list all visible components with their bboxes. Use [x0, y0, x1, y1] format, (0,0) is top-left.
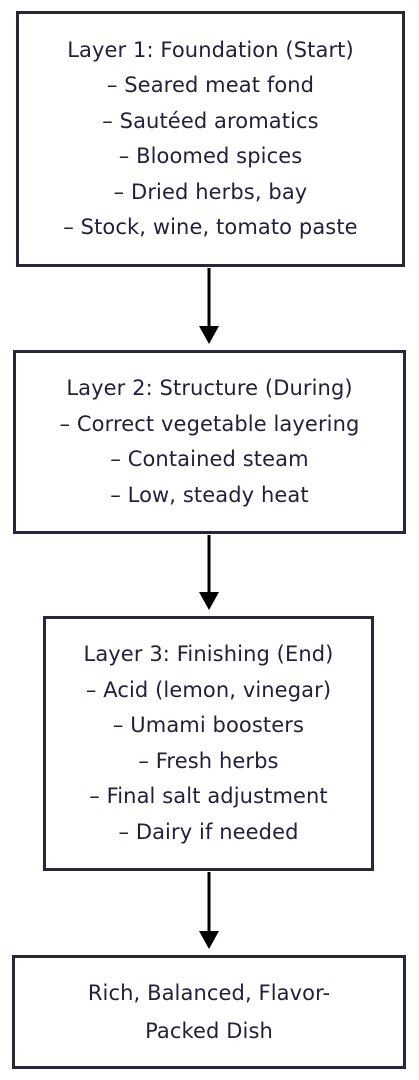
layer-3-item-dairy: – Dairy if needed	[118, 819, 299, 844]
arrow-layer-3-to-result	[199, 872, 219, 949]
layer-3-title: Layer 3: Finishing (End)	[83, 642, 334, 666]
layer-3-item-umami-boosters: – Umami boosters	[112, 713, 305, 737]
layer-3-finishing-box: Layer 3: Finishing (End) – Acid (lemon, …	[43, 616, 374, 871]
layer-1-item-sauteed-aromatics: – Sautéed aromatics	[102, 108, 319, 133]
layer-1-item-seared-meat-fond: – Seared meat fond	[106, 73, 315, 97]
layer-2-item-low-steady-heat: – Low, steady heat	[110, 482, 309, 507]
layer-1-item-stock-wine-tomato: – Stock, wine, tomato paste	[63, 215, 358, 239]
layer-3-item-acid: – Acid (lemon, vinegar)	[85, 677, 332, 702]
result-text: Rich, Balanced, Flavor-Packed Dish	[87, 981, 331, 1043]
layer-1-item-dried-herbs: – Dried herbs, bay	[113, 179, 308, 204]
arrow-layer-2-to-layer-3	[199, 535, 219, 610]
layer-1-foundation-box: Layer 1: Foundation (Start) – Seared mea…	[16, 11, 405, 267]
layer-1-item-bloomed-spices: – Bloomed spices	[118, 144, 303, 168]
layer-2-title: Layer 2: Structure (During)	[66, 376, 353, 400]
layer-2-item-vegetable-layering: – Correct vegetable layering	[59, 411, 360, 436]
result-box: Rich, Balanced, Flavor-Packed Dish	[12, 955, 406, 1069]
arrow-layer-1-to-layer-2	[199, 268, 219, 344]
layer-1-title: Layer 1: Foundation (Start)	[67, 37, 354, 62]
layer-3-item-fresh-herbs: – Fresh herbs	[138, 748, 279, 773]
layer-2-structure-box: Layer 2: Structure (During) – Correct ve…	[13, 350, 406, 534]
layer-2-item-contained-steam: – Contained steam	[110, 447, 309, 471]
layer-3-item-final-salt: – Final salt adjustment	[89, 784, 328, 808]
